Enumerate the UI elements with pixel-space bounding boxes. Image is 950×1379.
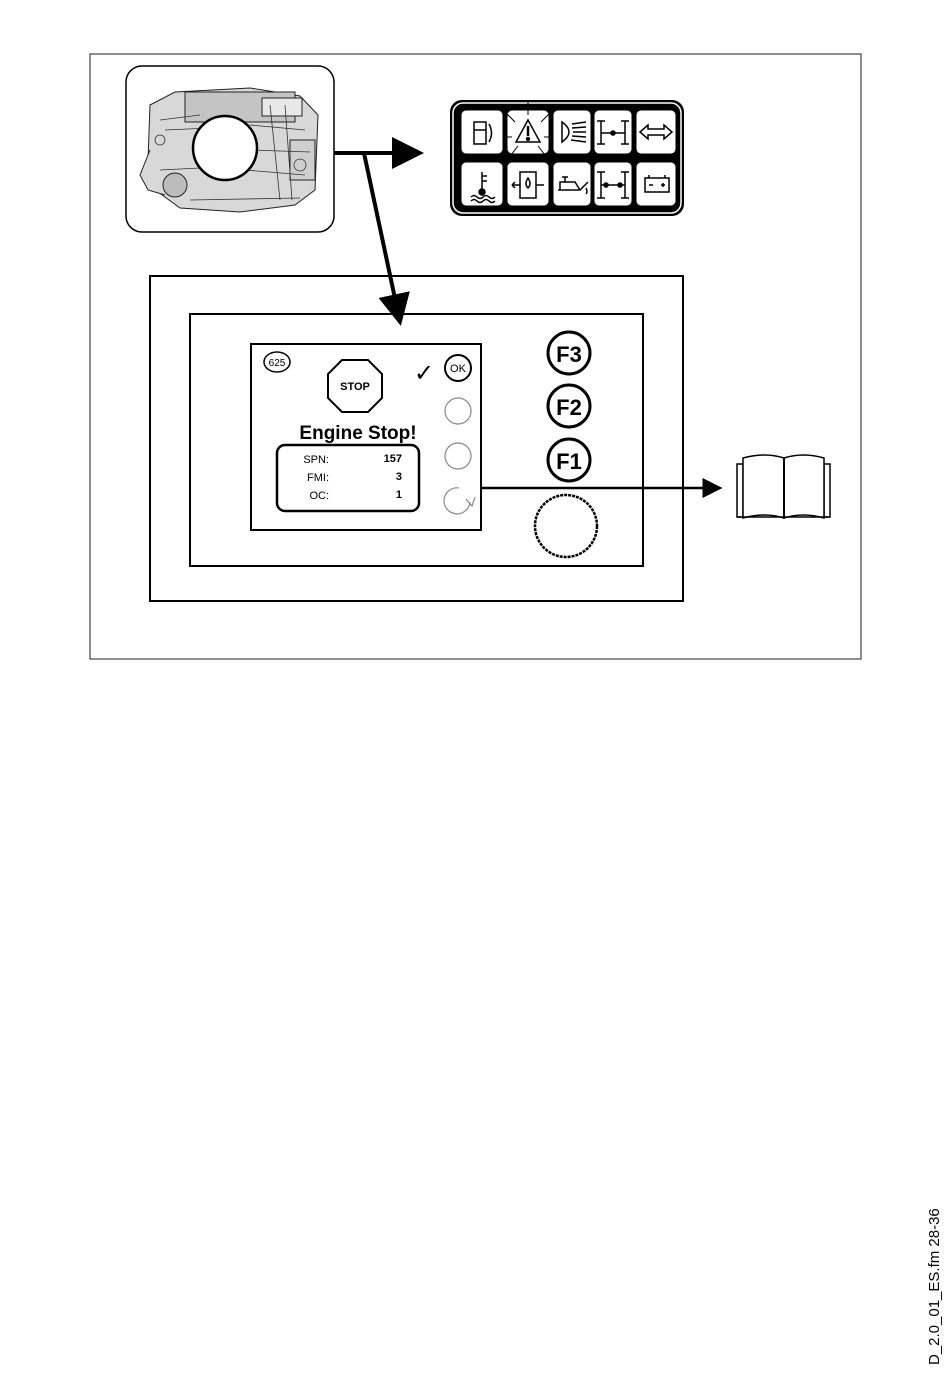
screen-button-2[interactable] (445, 398, 471, 424)
rotary-knob[interactable] (535, 495, 597, 557)
stop-sign-label: STOP (340, 381, 370, 393)
function-key-label: F2 (556, 395, 582, 420)
screen-code: 625 (269, 358, 286, 369)
fault-code-value: 3 (396, 471, 402, 483)
arrow-to-display (364, 153, 400, 322)
fault-code-value: 157 (384, 453, 402, 465)
engine-highlight-circle (193, 116, 257, 180)
function-key-label: F1 (556, 449, 582, 474)
function-key-label: F3 (556, 342, 582, 367)
file-reference: D_2.0_01_ES.fm 28-36 (926, 1208, 943, 1365)
fault-code-value: 1 (396, 489, 402, 501)
display-screen: 625 STOP ✓ OK Engine Stop! SPN: 157 FMI:… (251, 344, 481, 530)
function-key-f2[interactable]: F2 (548, 385, 590, 427)
function-key-f1[interactable]: F1 (548, 439, 590, 481)
fault-code-label: FMI: (307, 472, 329, 484)
diagram-arrows (334, 153, 420, 322)
function-key-f3[interactable]: F3 (548, 332, 590, 374)
indicator-panel (450, 100, 684, 216)
ok-button-label: OK (450, 363, 467, 375)
ok-button[interactable]: OK (445, 355, 471, 381)
message-title: Engine Stop! (299, 423, 416, 444)
fault-code-label: SPN: (303, 454, 329, 466)
screen-button-3[interactable] (445, 443, 471, 469)
fault-code-label: OC: (309, 490, 329, 502)
engine-illustration (126, 66, 334, 232)
checkmark-icon: ✓ (414, 360, 434, 387)
manual-book-icon (737, 455, 830, 518)
